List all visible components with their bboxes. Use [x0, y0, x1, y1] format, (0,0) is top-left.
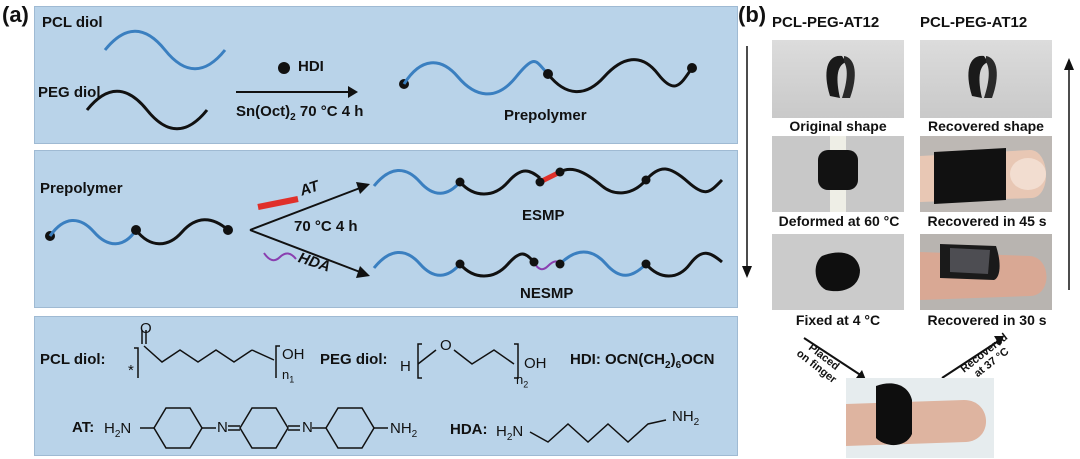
up-arrow [1064, 58, 1074, 290]
peg-o: O [440, 337, 452, 354]
at-h2n: H2N [104, 420, 132, 440]
caption-fixed: Fixed at 4 °C [795, 312, 881, 328]
original-shape-photo [772, 40, 904, 118]
fixed-photo [772, 234, 904, 310]
peg-h: H [400, 358, 411, 375]
prepolymer-product-label: Prepolymer [504, 107, 587, 124]
panel-a-label: (a) [2, 2, 29, 27]
pcl-n1: n1 [282, 367, 295, 385]
step2-conditions: 70 °C 4 h [294, 218, 358, 235]
at-structure-label: AT: [72, 419, 95, 436]
recovered-30s-photo [920, 234, 1052, 310]
catalyst-conditions: Sn(Oct)2 70 °C 4 h [236, 103, 364, 123]
at-segment-icon [257, 196, 299, 210]
hdi-dot-icon [278, 62, 290, 74]
pcl-diol-label: PCL diol [42, 14, 103, 31]
caption-recovered-shape: Recovered shape [928, 118, 1044, 134]
pcl-chain-wave [103, 29, 227, 71]
peg-n2: n2 [516, 372, 529, 390]
structures-panel [34, 316, 738, 456]
peg-oh: OH [524, 355, 547, 372]
hdi-arrow [236, 86, 358, 98]
hda-nh2: NH2 [672, 408, 700, 428]
pcl-star: * [128, 362, 134, 379]
hda-structure-label: HDA: [450, 421, 488, 438]
branch-arrows [249, 182, 370, 278]
at-nh2: NH2 [390, 420, 418, 440]
recovered-45s-photo [920, 136, 1052, 212]
caption-original-shape: Original shape [789, 118, 887, 134]
at-n-left: N [217, 419, 228, 436]
placed-arrow [803, 337, 866, 380]
pcl-carbonyl-o: O [140, 320, 152, 337]
recovered-arrow [941, 336, 1004, 379]
peg-structure-label: PEG diol: [320, 351, 388, 368]
caption-recovered-45s: Recovered in 45 s [927, 213, 1047, 229]
prepolymer-chain [399, 58, 697, 96]
at-n-right: N [302, 419, 313, 436]
recovered-shape-photo [920, 40, 1052, 118]
peg-diol-label: PEG diol [38, 84, 101, 101]
esmp-label: ESMP [522, 207, 565, 224]
hda-segment-icon [263, 252, 297, 262]
hda-structure [529, 419, 667, 444]
nesmp-chain [372, 250, 723, 278]
peg-chain-wave [85, 89, 209, 131]
down-arrow [742, 46, 752, 278]
esmp-chain [372, 167, 724, 196]
hda-h2n: H2N [496, 423, 524, 443]
at-structure [140, 407, 388, 449]
peg-diol-structure [417, 343, 519, 379]
pcl-diol-structure [134, 330, 280, 378]
caption-deformed: Deformed at 60 °C [778, 213, 900, 229]
synthesis-step-1-panel [34, 6, 738, 144]
hdi-reagent-label: HDI [298, 58, 324, 75]
nesmp-label: NESMP [520, 285, 574, 302]
finger-photo [846, 378, 994, 458]
prepolymer-start-chain [45, 218, 233, 246]
column-title-right: PCL-PEG-AT12 [920, 14, 1028, 31]
prepolymer-start-label: Prepolymer [40, 180, 123, 197]
pcl-structure-label: PCL diol: [40, 351, 106, 368]
panel-b-label: (b) [738, 2, 767, 27]
deformed-photo [772, 136, 904, 212]
column-title-left: PCL-PEG-AT12 [772, 14, 880, 31]
caption-recovered-30s: Recovered in 30 s [927, 312, 1047, 328]
pcl-oh: OH [282, 346, 305, 363]
hdi-formula: HDI: OCN(CH2)6OCN [570, 351, 715, 371]
